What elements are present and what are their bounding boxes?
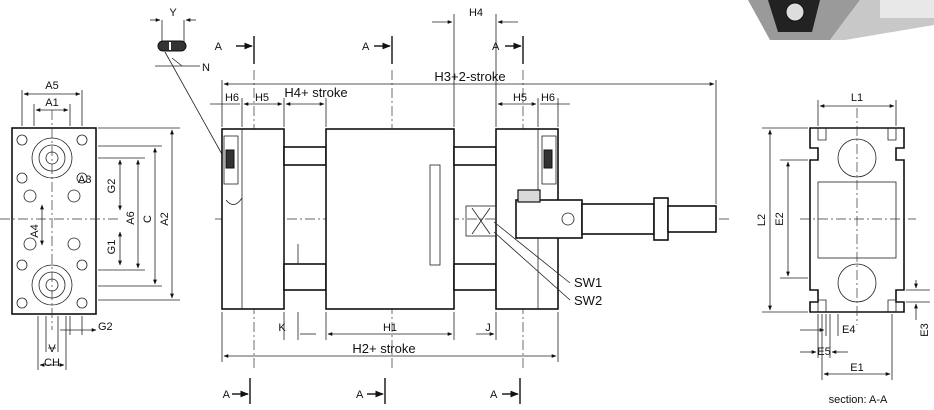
label-e4: E4 [842,324,855,336]
label-g2-bottom: G2 [98,321,113,333]
label-e1: E1 [850,362,863,374]
label-a6: A6 [125,211,137,224]
section-marker-a-6: A [490,389,498,401]
section-marker-a-3: A [492,41,500,53]
section-caption: section: A-A [829,394,888,406]
label-c: C [142,215,154,223]
section-a-a-view [762,100,930,380]
label-l1: L1 [851,92,863,104]
label-h1: H1 [383,322,397,334]
product-photo [748,0,934,40]
end-view-left [0,90,180,370]
label-sw1: SW1 [574,275,602,290]
label-h2-stroke: H2+ stroke [352,341,415,356]
label-h6-left: H6 [225,92,239,104]
label-l2: L2 [756,214,768,226]
y-n-detail [150,18,229,166]
label-h3-stroke: H3+2-stroke [434,69,505,84]
label-g1: G1 [106,240,118,255]
label-a3: A3 [78,174,91,186]
label-a4: A4 [29,224,41,237]
label-a2: A2 [159,212,171,225]
label-e3: E3 [919,323,931,336]
label-sw2: SW2 [574,293,602,308]
side-view [210,14,730,404]
label-y: Y [169,7,177,19]
section-marker-a-1: A [215,41,223,53]
label-e2: E2 [774,212,786,225]
label-n: N [202,62,210,74]
label-k: K [278,322,286,334]
section-marker-a-4: A [223,389,231,401]
section-marker-a-5: A [356,389,364,401]
label-j: J [485,322,491,334]
label-e5: E5 [817,346,830,358]
label-h4-top: H4 [469,7,483,19]
label-h5-right: H5 [513,92,527,104]
section-marker-a-2: A [362,41,370,53]
label-a5: A5 [45,80,58,92]
label-g2-vertical: G2 [106,179,118,194]
label-h6-right: H6 [541,92,555,104]
label-h5-left: H5 [255,92,269,104]
label-ch: CH [44,357,60,369]
label-v: V [48,343,56,355]
label-a1: A1 [45,97,58,109]
label-h4-stroke: H4+ stroke [284,85,347,100]
